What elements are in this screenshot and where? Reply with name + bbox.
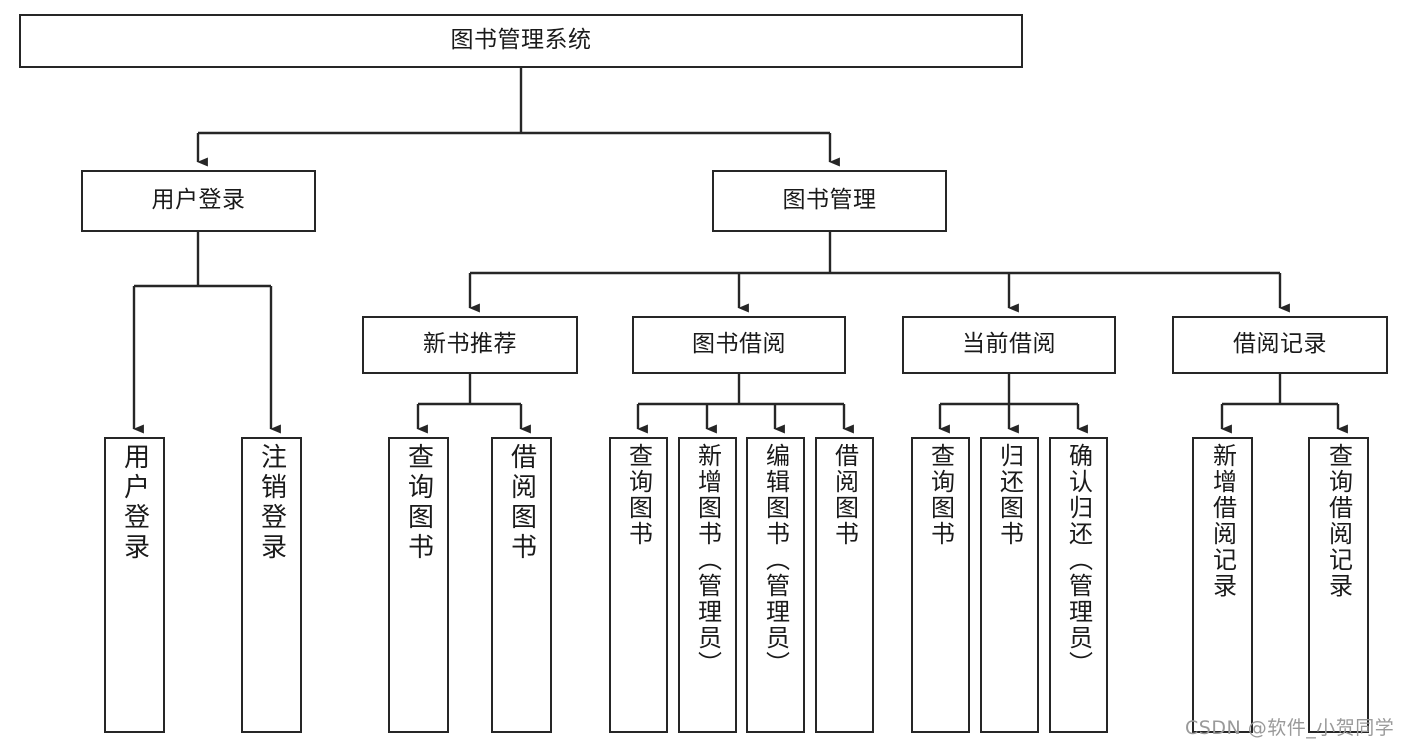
node-new-book-rec-label: 新书推荐 bbox=[423, 331, 517, 358]
leaf-query-book-2[interactable]: 查询图书 bbox=[609, 437, 668, 733]
node-root[interactable]: 图书管理系统 bbox=[19, 14, 1023, 68]
leaf-add-book-label: 新增图书（管理员） bbox=[693, 443, 722, 677]
leaf-edit-book-label: 编辑图书（管理员） bbox=[761, 443, 790, 677]
leaf-logout[interactable]: 注销登录 bbox=[241, 437, 302, 733]
leaf-user-login[interactable]: 用户登录 bbox=[104, 437, 165, 733]
node-book-borrow-label: 图书借阅 bbox=[692, 331, 786, 358]
leaf-user-login-label: 用户登录 bbox=[119, 443, 150, 563]
leaf-add-record[interactable]: 新增借阅记录 bbox=[1192, 437, 1253, 733]
leaf-add-book[interactable]: 新增图书（管理员） bbox=[678, 437, 737, 733]
node-current-borrow-label: 当前借阅 bbox=[962, 331, 1056, 358]
leaf-query-record[interactable]: 查询借阅记录 bbox=[1308, 437, 1369, 733]
leaf-confirm-return-label: 确认归还（管理员） bbox=[1064, 443, 1093, 677]
leaf-borrow-book-1-label: 借阅图书 bbox=[506, 443, 537, 563]
node-user-login[interactable]: 用户登录 bbox=[81, 170, 316, 232]
node-book-manage[interactable]: 图书管理 bbox=[712, 170, 947, 232]
leaf-borrow-book-1[interactable]: 借阅图书 bbox=[491, 437, 552, 733]
node-new-book-rec[interactable]: 新书推荐 bbox=[362, 316, 578, 374]
node-current-borrow[interactable]: 当前借阅 bbox=[902, 316, 1116, 374]
leaf-query-book-3[interactable]: 查询图书 bbox=[911, 437, 970, 733]
node-book-borrow[interactable]: 图书借阅 bbox=[632, 316, 846, 374]
leaf-query-record-label: 查询借阅记录 bbox=[1324, 443, 1353, 599]
node-borrow-record[interactable]: 借阅记录 bbox=[1172, 316, 1388, 374]
leaf-return-book-label: 归还图书 bbox=[995, 443, 1024, 547]
leaf-borrow-book-2[interactable]: 借阅图书 bbox=[815, 437, 874, 733]
leaf-edit-book[interactable]: 编辑图书（管理员） bbox=[746, 437, 805, 733]
leaf-query-book-2-label: 查询图书 bbox=[624, 443, 653, 547]
leaf-borrow-book-2-label: 借阅图书 bbox=[830, 443, 859, 547]
leaf-query-book-1-label: 查询图书 bbox=[403, 443, 434, 563]
leaf-return-book[interactable]: 归还图书 bbox=[980, 437, 1039, 733]
node-book-manage-label: 图书管理 bbox=[782, 187, 877, 214]
leaf-add-record-label: 新增借阅记录 bbox=[1208, 443, 1237, 599]
node-root-label: 图书管理系统 bbox=[450, 27, 592, 54]
leaf-query-book-1[interactable]: 查询图书 bbox=[388, 437, 449, 733]
leaf-confirm-return[interactable]: 确认归还（管理员） bbox=[1049, 437, 1108, 733]
leaf-query-book-3-label: 查询图书 bbox=[926, 443, 955, 547]
leaf-logout-label: 注销登录 bbox=[256, 443, 287, 563]
node-user-login-label: 用户登录 bbox=[151, 187, 246, 214]
node-borrow-record-label: 借阅记录 bbox=[1233, 331, 1327, 358]
